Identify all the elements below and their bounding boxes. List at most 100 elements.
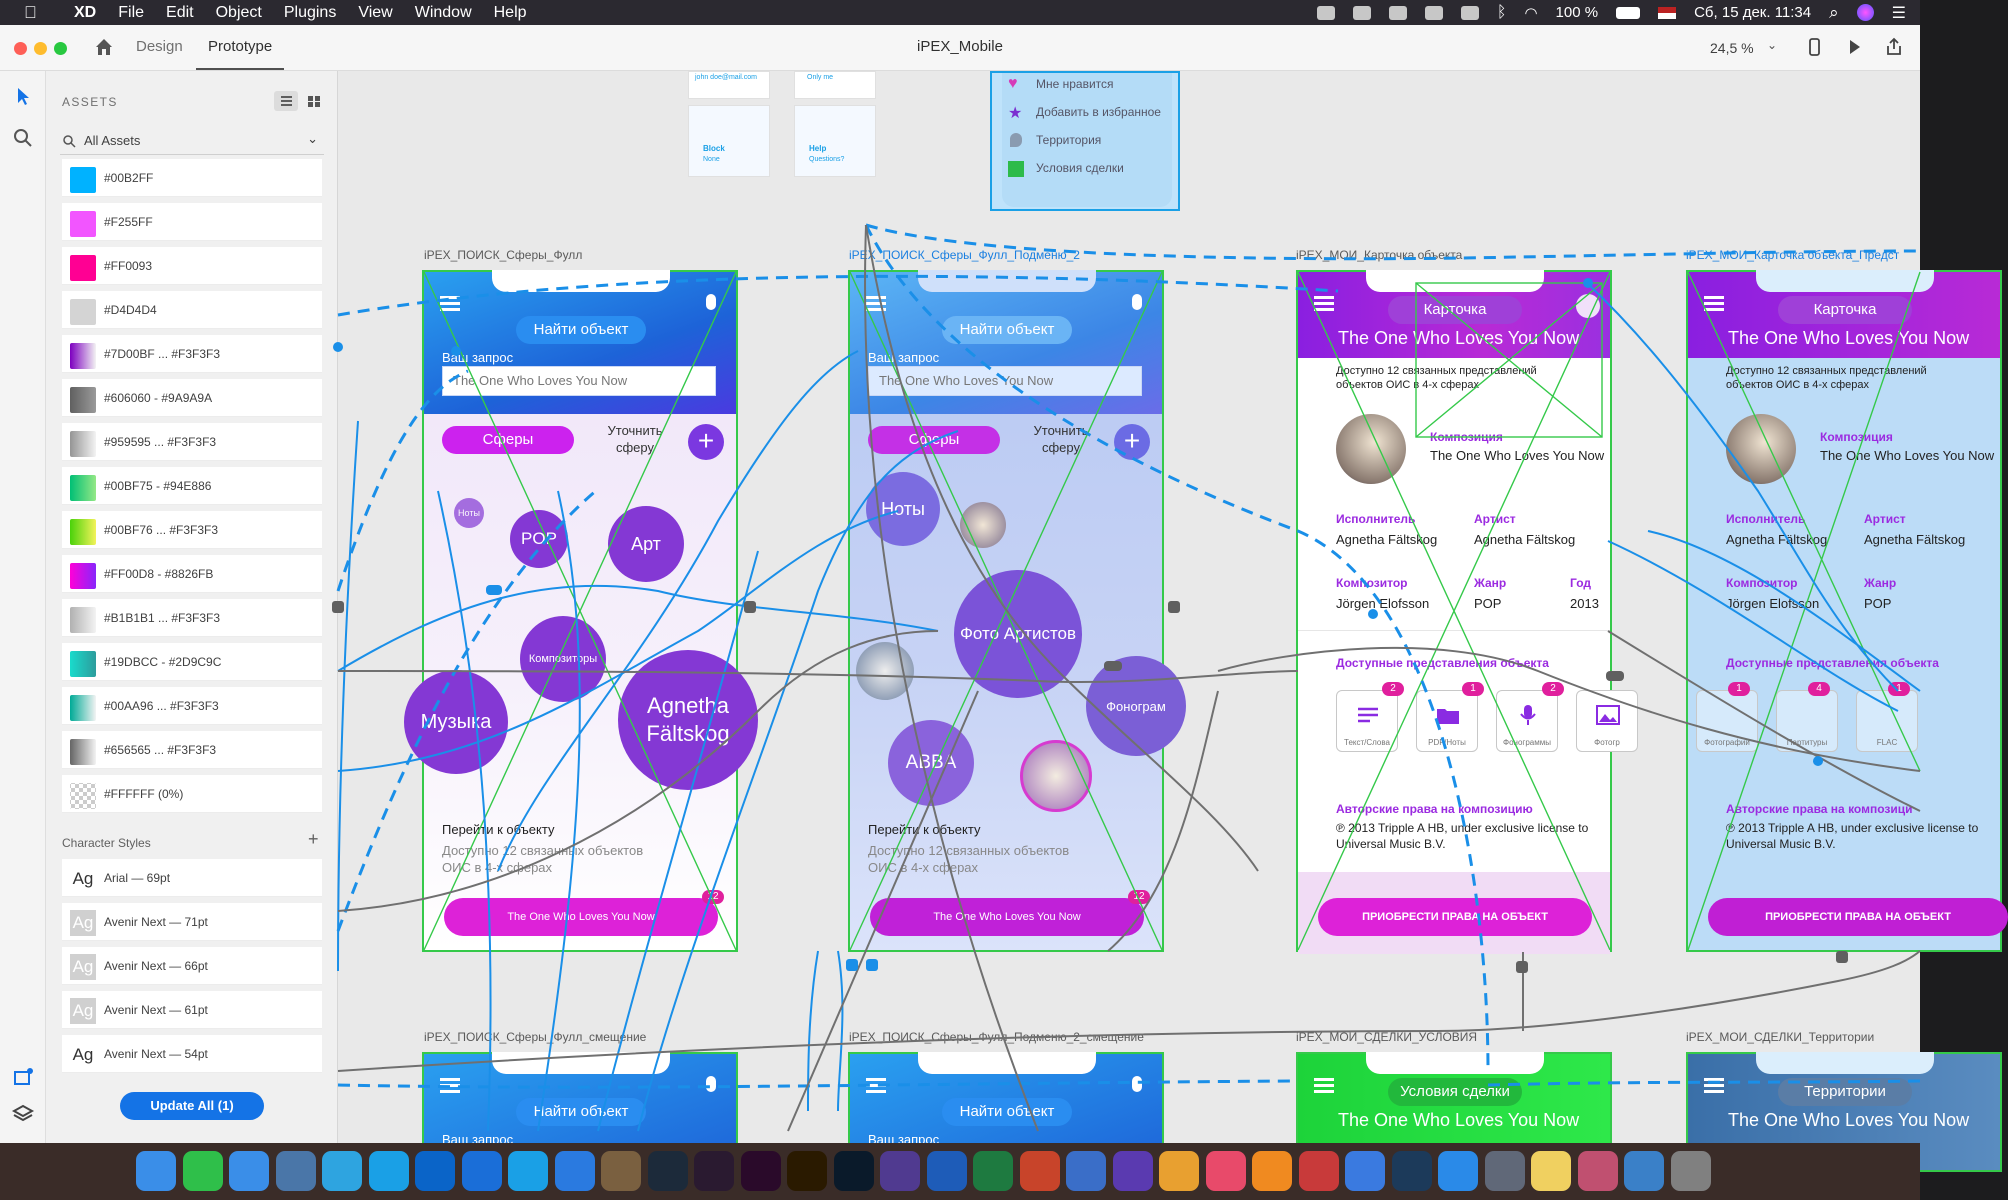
tab-design[interactable]: Design xyxy=(136,38,183,55)
repr-tile-flac[interactable]: FLAC xyxy=(1856,690,1918,752)
phone-object-card[interactable]: Карточка The One Who Loves You Now Досту… xyxy=(1296,270,1638,954)
wifi-icon[interactable]: ◠ xyxy=(1524,4,1538,22)
dock-app-x-icon[interactable] xyxy=(973,1151,1013,1191)
bubble-phonograms[interactable]: Фонограм xyxy=(1086,656,1186,756)
assets-panel-icon[interactable] xyxy=(12,1067,34,1089)
add-sphere-button[interactable]: + xyxy=(688,424,724,460)
home-icon[interactable] xyxy=(94,37,114,57)
dock-app-music-icon[interactable] xyxy=(1205,1151,1246,1191)
dock-app-w-icon[interactable] xyxy=(926,1151,967,1191)
menu-object[interactable]: Object xyxy=(215,3,262,21)
bubble-notes[interactable]: Ноты xyxy=(866,472,940,546)
artboard-label-search-full[interactable]: iPEX_ПОИСК_Сферы_Фулл xyxy=(424,248,583,262)
zoom-window-button[interactable] xyxy=(54,42,67,55)
notification-center-icon[interactable]: ☰ xyxy=(1891,4,1906,22)
menu-view[interactable]: View xyxy=(358,3,393,21)
phone-card-representations[interactable]: Карточка The One Who Loves You Now Досту… xyxy=(1686,270,2008,952)
hamburger-menu-icon[interactable] xyxy=(1704,1078,1724,1081)
chevron-down-icon[interactable]: ⌄ xyxy=(307,131,318,146)
clock[interactable]: Сб, 15 дек. 11:34 xyxy=(1694,4,1812,21)
territories-pill[interactable]: Территории xyxy=(1778,1078,1912,1106)
add-sphere-button[interactable]: + xyxy=(1114,424,1150,460)
color-swatch-row[interactable]: #FF00D8 - #8826FB xyxy=(62,555,322,593)
flag-icon[interactable] xyxy=(1658,6,1677,19)
bubble-artist-photos[interactable]: Фото Артистов xyxy=(954,570,1082,698)
card-pill[interactable]: Карточка xyxy=(1388,296,1522,324)
color-swatch-row[interactable]: #606060 - #9A9A9A xyxy=(62,379,322,417)
color-swatch-row[interactable]: #FF0093 xyxy=(62,247,322,285)
artboard-label-search-submenu[interactable]: iPEX_ПОИСК_Сферы_Фулл_Подменю_2 xyxy=(849,248,1080,262)
spheres-pill[interactable]: Сферы xyxy=(442,426,574,454)
color-swatch-row[interactable]: #B1B1B1 ... #F3F3F3 xyxy=(62,599,322,637)
dock-app-outlook-icon[interactable] xyxy=(415,1151,455,1191)
menu-file[interactable]: File xyxy=(118,3,145,21)
buy-rights-button[interactable]: ПРИОБРЕСТИ ПРАВА НА ОБЪЕКТ xyxy=(1708,898,2008,936)
select-tool-icon[interactable] xyxy=(12,85,34,107)
menu-help[interactable]: Help xyxy=(493,3,527,21)
repr-tile-phonograms[interactable]: Фонограммы xyxy=(1496,690,1558,752)
spotlight-icon[interactable]: ⌕ xyxy=(1829,2,1839,22)
artboard-label-deals-terms[interactable]: iPEX_МОИ_СДЕЛКИ_УСЛОВИЯ xyxy=(1296,1030,1478,1044)
time-machine-icon[interactable] xyxy=(1460,5,1479,20)
menu-favorite[interactable]: Добавить в избранное xyxy=(1036,105,1161,119)
bubble-music[interactable]: Музыка xyxy=(404,670,508,774)
artboard-label-card[interactable]: iPEX_МОИ_Карточка объекта xyxy=(1296,248,1463,262)
card-pill[interactable]: Карточка xyxy=(1778,296,1912,324)
dock-app-lr-icon[interactable] xyxy=(647,1151,688,1191)
dock-app-n-icon[interactable] xyxy=(880,1151,920,1191)
color-swatch-row[interactable]: #F255FF xyxy=(62,203,322,241)
dock-app-photos-icon[interactable] xyxy=(1159,1151,1199,1191)
dock-app-whatsapp-icon[interactable] xyxy=(182,1151,223,1191)
dock-app-imovie-icon[interactable] xyxy=(1112,1151,1153,1191)
list-view-icon[interactable] xyxy=(274,91,298,111)
repr-tile-photo[interactable]: Фотогр xyxy=(1576,690,1638,752)
repr-tile-photos[interactable]: Фотографии xyxy=(1696,690,1758,752)
skype-status-icon[interactable] xyxy=(1316,5,1335,20)
dock-app-keynote-icon[interactable] xyxy=(1066,1151,1106,1191)
hamburger-menu-icon[interactable] xyxy=(440,296,460,299)
color-swatch-row[interactable]: #19DBCC - #2D9C9C xyxy=(62,643,322,681)
color-swatch-row[interactable]: #00AA96 ... #F3F3F3 xyxy=(62,687,322,725)
hamburger-menu-icon[interactable] xyxy=(1704,296,1724,299)
battery-percent[interactable]: 100 % xyxy=(1555,4,1599,21)
dock-app-skype-icon[interactable] xyxy=(368,1151,409,1191)
siri-icon[interactable] xyxy=(1856,4,1874,21)
zoom-tool-icon[interactable] xyxy=(12,127,34,149)
dock-app-xd-icon[interactable] xyxy=(740,1151,781,1191)
dock-app-preview-icon[interactable] xyxy=(601,1151,641,1191)
phone-search-full[interactable]: Найти объект Ваш запрос The One Who Love… xyxy=(404,270,758,952)
display-status-icon[interactable] xyxy=(1388,5,1407,20)
battery-icon[interactable] xyxy=(1616,6,1641,19)
microphone-icon[interactable] xyxy=(706,1076,716,1092)
tab-prototype[interactable]: Prototype xyxy=(208,38,273,55)
repr-tile-scores[interactable]: Партитуры xyxy=(1776,690,1838,752)
repr-tile-text[interactable]: Текст/Слова xyxy=(1336,690,1398,752)
minimize-window-button[interactable] xyxy=(34,42,47,55)
sync-status-icon[interactable] xyxy=(1424,5,1443,20)
menu-app-name[interactable]: XD xyxy=(74,3,97,21)
dock-app-telegram-icon[interactable] xyxy=(322,1151,362,1191)
search-query-input[interactable]: The One Who Loves You Now xyxy=(442,366,716,396)
dock-app-messages-icon[interactable] xyxy=(229,1151,269,1191)
color-swatch-row[interactable]: #00BF75 - #94E886 xyxy=(62,467,322,505)
dock-app-parallels-icon[interactable] xyxy=(1298,1151,1339,1191)
microphone-icon[interactable] xyxy=(1132,294,1142,310)
find-object-button[interactable]: Найти объект xyxy=(516,1098,646,1126)
menu-plugins[interactable]: Plugins xyxy=(283,3,337,21)
object-cta-button[interactable]: The One Who Loves You Now xyxy=(444,898,718,936)
dock-app-books-icon[interactable] xyxy=(1252,1151,1292,1191)
dock-app-finder-icon[interactable] xyxy=(136,1151,176,1191)
grid-view-icon[interactable] xyxy=(304,91,324,111)
artist-photo[interactable] xyxy=(1020,740,1092,812)
artist-photo[interactable] xyxy=(856,642,914,700)
menu-edit[interactable]: Edit xyxy=(166,3,194,21)
color-swatch-row[interactable]: #FFFFFF (0%) xyxy=(62,775,322,813)
search-query-input[interactable]: The One Who Loves You Now xyxy=(868,366,1142,396)
update-all-button[interactable]: Update All (1) xyxy=(120,1092,264,1120)
artboard-label-search-offset[interactable]: iPEX_ПОИСК_Сферы_Фулл_смещение xyxy=(424,1030,647,1044)
bubble-abba[interactable]: ABBA xyxy=(888,720,974,806)
dock-app-app-store-icon[interactable] xyxy=(1438,1151,1478,1191)
